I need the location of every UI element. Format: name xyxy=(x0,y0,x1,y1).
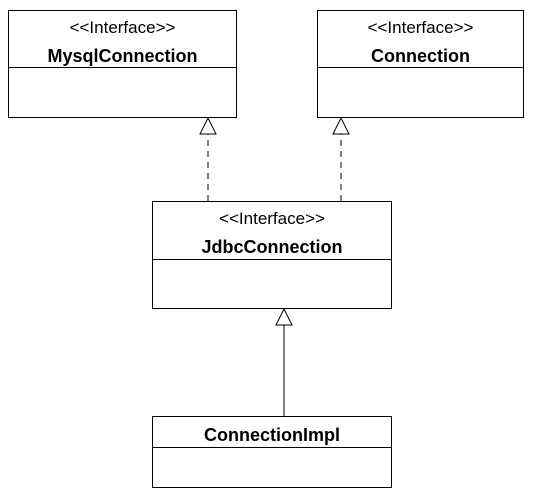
class-name: Connection xyxy=(371,46,470,66)
hollow-triangle-arrowhead xyxy=(332,116,350,135)
class-box-frame xyxy=(152,201,392,309)
class-name: MysqlConnection xyxy=(47,46,197,66)
class-box-mysqlconnection[interactable]: <<Interface>> MysqlConnection xyxy=(8,10,237,118)
class-name: JdbcConnection xyxy=(201,237,342,257)
edge-impl-to-jdbc xyxy=(275,307,293,416)
class-name: ConnectionImpl xyxy=(204,425,340,445)
edge-jdbc-to-connection xyxy=(332,116,350,201)
class-stereotype: <<Interface>> xyxy=(219,209,325,228)
hollow-triangle-arrowhead xyxy=(199,116,217,135)
hollow-triangle-arrowhead xyxy=(275,307,293,326)
edge-jdbc-to-mysql xyxy=(199,116,217,201)
class-box-frame xyxy=(317,10,524,118)
class-box-frame xyxy=(152,416,392,488)
class-stereotype: <<Interface>> xyxy=(368,18,474,37)
class-box-connectionimpl[interactable]: ConnectionImpl xyxy=(152,416,392,488)
class-stereotype: <<Interface>> xyxy=(70,18,176,37)
class-box-frame xyxy=(8,10,237,118)
class-box-connection[interactable]: <<Interface>> Connection xyxy=(317,10,524,118)
class-box-jdbcconnection[interactable]: <<Interface>> JdbcConnection xyxy=(152,201,392,309)
